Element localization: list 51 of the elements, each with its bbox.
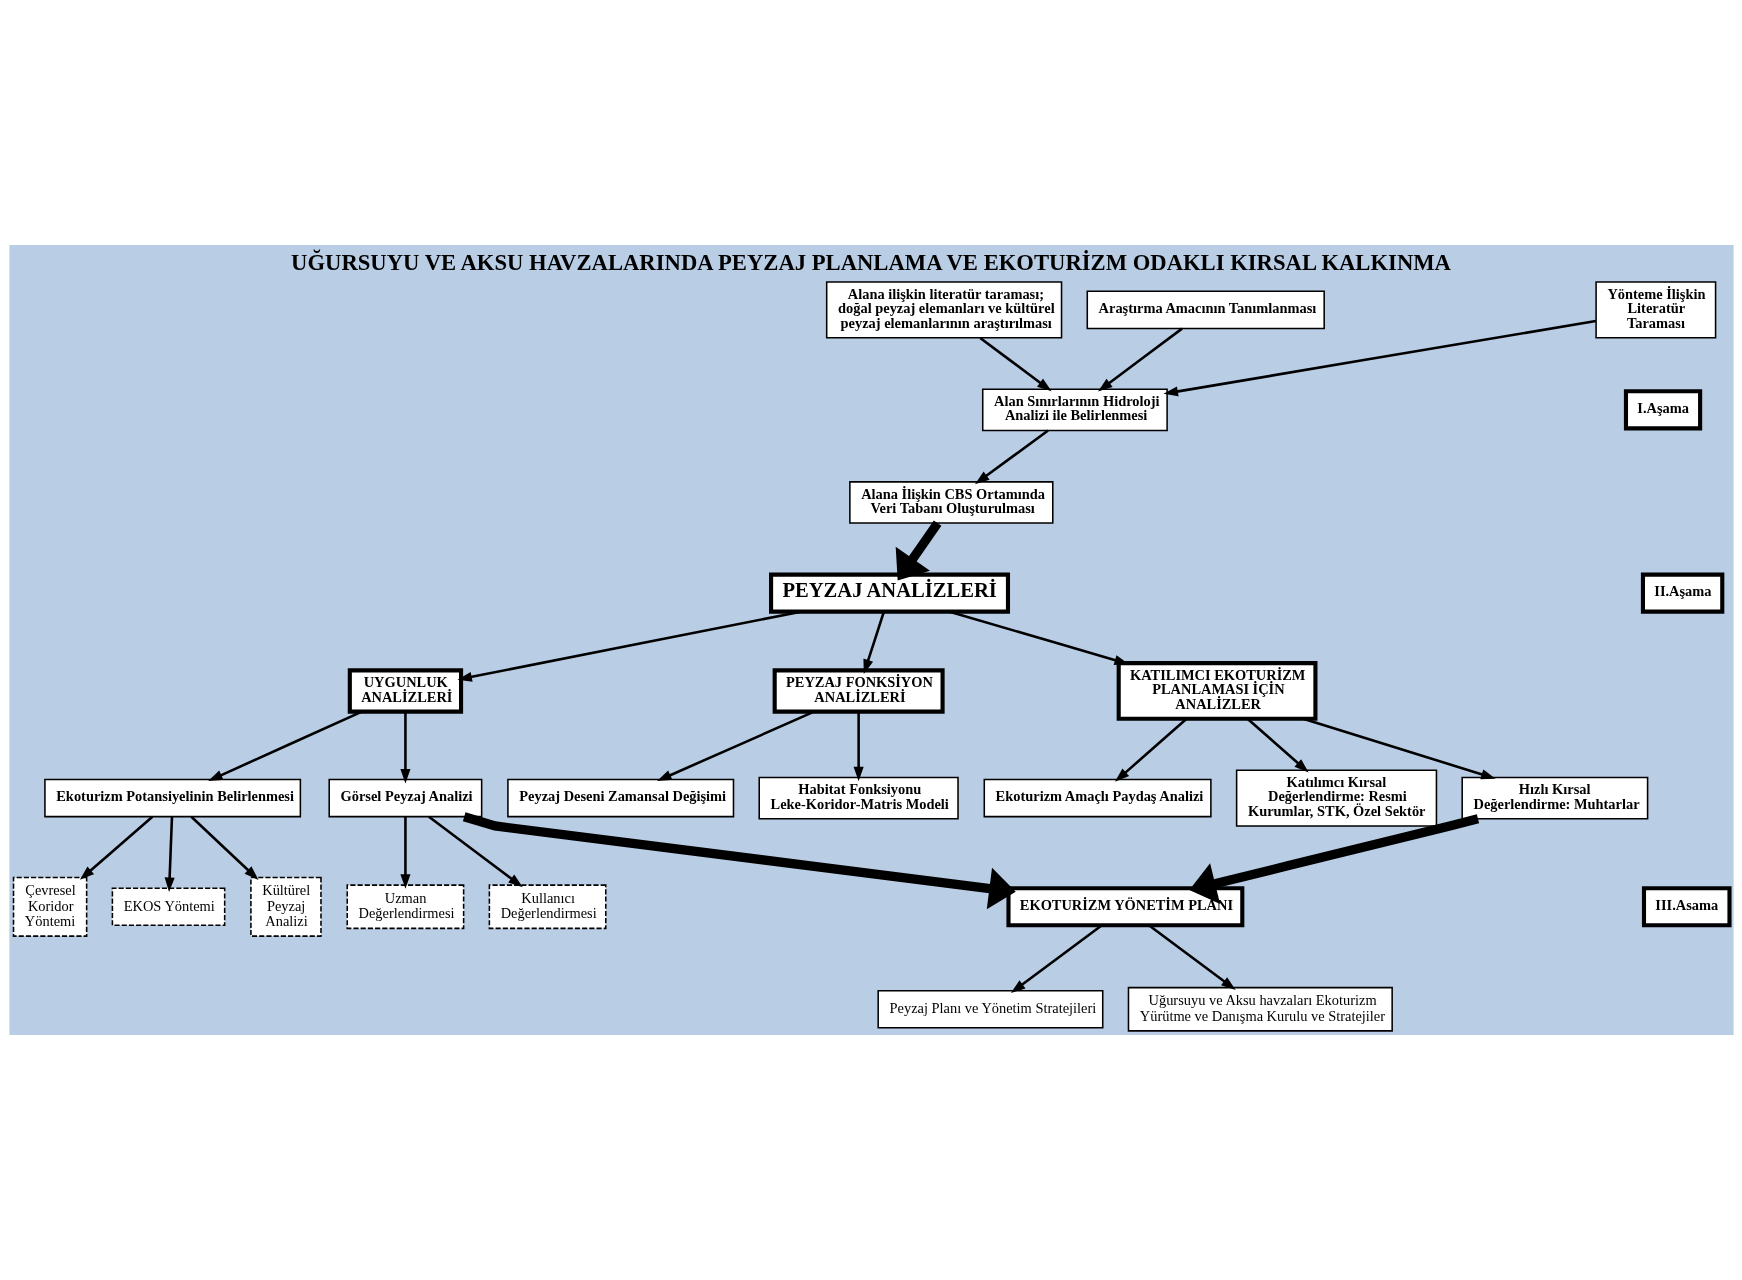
node-box: Hızlı Kırsal Değerlendirme: Muhtarlar [1460,776,1648,820]
node-box: Ekoturizm Amaçlı Paydaş Analizi [983,778,1212,818]
node-box: Alana İlişkin CBS Ortamında Veri Tabanı Oluşturulması [848,481,1054,524]
node-box: Uzman Değerlendirmesi [345,884,464,930]
diagram-title: UĞURSUYU VE AKSU HAVZALARINDA PEYZAJ PLANLAMA VE EKOTURİZM ODAKLI KIRSAL KALKINMA [290,250,1451,276]
arrow [978,336,1052,392]
arrow [656,710,815,781]
node-box: Görsel Peyzaj Analizi [327,778,482,818]
arrow [1302,717,1496,780]
arrow [1114,717,1187,782]
arrow [456,610,801,682]
arrow [862,611,885,674]
arrow [399,816,410,889]
node-box: Habitat Fonksiyonu Leke-Koridor-Matris Modeli [757,776,959,820]
node-box: Katılımcı Kırsal Değerlendirme: Resmi Kurumlar, STK, Özel Sektör [1235,769,1437,827]
node-box: III.Asama [1641,886,1732,928]
arrow [79,815,153,880]
arrow [1010,924,1102,993]
node-box: EKOTURİZM YÖNETİM PLANI [1005,886,1244,928]
node-box: PEYZAJ FONKSİYON ANALİZLERİ [772,668,945,714]
arrow [189,815,259,880]
node-box: Çevresel Koridor Yöntemi [12,876,87,937]
arrow [853,711,864,782]
node-box: Yönteme İlişkin Literatür Taraması [1594,281,1716,339]
node-box: Araştırma Amacının Tanımlanması [1086,290,1325,330]
arrow [1163,319,1596,397]
node-box: KATILIMCI EKOTURİZM PLANLAMASI İÇİN ANALİZLER [1116,661,1317,721]
node-box: II.Aşama [1640,572,1724,614]
arrow [164,816,175,892]
arrow [974,429,1049,485]
arrow [462,812,1016,910]
arrow [399,711,410,784]
arrow [207,710,362,782]
node-box: Uğursuyu ve Aksu havzaları Ekoturizm Yürütme ve Danışma Kurulu ve Stratejiler [1127,986,1393,1032]
node-box: I.Aşama [1623,389,1702,431]
node-box: Ekoturizm Potansiyelinin Belirlenmesi [43,778,301,818]
node-box: Kullanıcı Değerlendirmesi [488,884,607,930]
node-box: Alana ilişkin literatür taraması; doğal peyzaj elemanları ve kültürel peyzaj elemanlarının araştırılması [825,281,1062,339]
node-box: PEYZAJ ANALİZLERİ [768,572,1010,614]
node-box: UYGUNLUK ANALİZLERİ [347,668,463,714]
node-box: Peyzaj Deseni Zamansal Değişimi [506,778,734,818]
arrow [1246,717,1309,773]
node-box: Kültürel Peyzaj Analizi [249,876,322,937]
arrow [1097,327,1183,392]
node-box: EKOS Yöntemi [111,887,225,927]
arrow [427,815,523,888]
arrow [1188,814,1479,904]
node-box: Peyzaj Planı ve Yönetim Stratejileri [876,989,1103,1029]
arrow [1147,924,1236,990]
node-box: Alan Sınırlarının Hidroloji Analizi ile Belirlenmesi [981,388,1168,432]
arrow [895,520,941,581]
